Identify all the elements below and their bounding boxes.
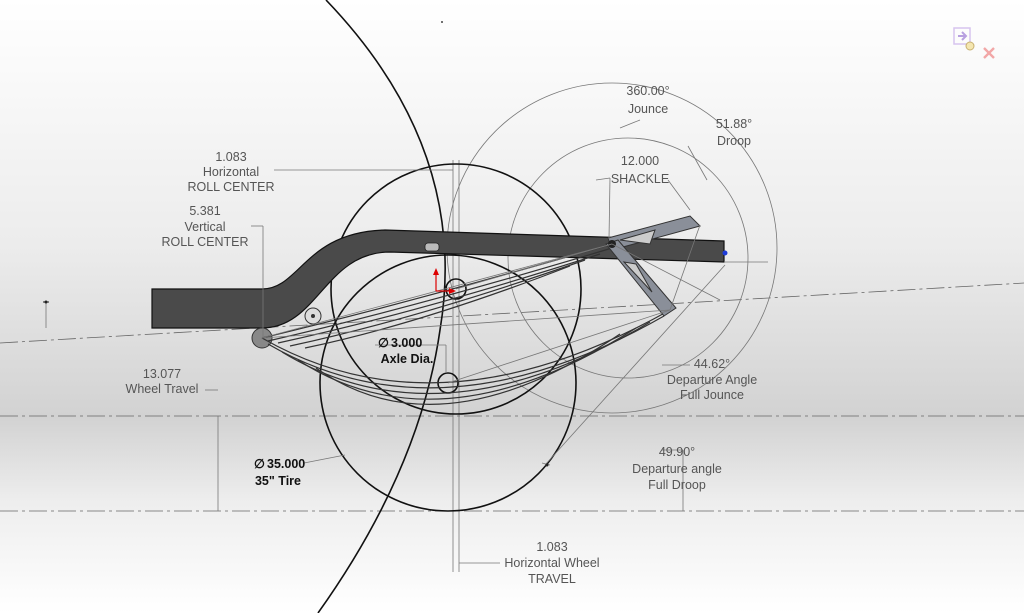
axle-label: Axle Dia.: [381, 352, 434, 366]
leaf-spring-droop: [261, 309, 671, 405]
droop-angle-value: 51.88°: [716, 117, 752, 131]
shackle-label: SHACKLE: [611, 172, 669, 186]
shackle-value: 12.000: [621, 154, 659, 168]
cancel-icon[interactable]: [983, 47, 995, 59]
droop-label: Droop: [717, 134, 751, 148]
jounce-label: Jounce: [628, 102, 668, 116]
axle-value: 3.000: [391, 336, 422, 350]
tire-circle-droop: [319, 254, 577, 512]
tire-symbol: ∅: [254, 457, 265, 471]
dep-droop-angle: 49.90°: [659, 445, 695, 459]
roll-v-line2: ROLL CENTER: [161, 235, 248, 249]
jounce-angle-value: 360.00°: [626, 84, 669, 98]
confirmation-corner: [952, 24, 998, 64]
axle-circle-upper: [445, 278, 467, 300]
roll-v-line1: Vertical: [185, 220, 226, 234]
frame-slot: [424, 242, 440, 252]
travel-value: 13.077: [143, 367, 181, 381]
shackle-droop: [605, 239, 677, 317]
roll-h-value: 1.083: [215, 150, 246, 164]
roll-v-value: 5.381: [189, 204, 220, 218]
tire-circle-jounce: [330, 163, 582, 415]
origin-triad: [433, 268, 456, 294]
sketch-confirm-icon[interactable]: [953, 27, 975, 51]
tire-label: 35" Tire: [255, 474, 301, 488]
wheel-h-line1: Horizontal Wheel: [504, 556, 599, 570]
dep-droop-line2: Full Droop: [648, 478, 706, 492]
tire-sweep-arc: [317, 0, 446, 613]
dep-jounce-line1: Departure Angle: [667, 373, 757, 387]
wheel-h-value: 1.083: [536, 540, 567, 554]
dep-jounce-line2: Full Jounce: [680, 388, 744, 402]
dimension-leaders: [45, 119, 708, 564]
dep-droop-line1: Departure angle: [632, 462, 722, 476]
droop-arc: [507, 137, 749, 379]
axle-symbol: ∅: [378, 336, 389, 350]
roll-axis-line: [0, 282, 1024, 344]
wheel-h-line2: TRAVEL: [528, 572, 576, 586]
roll-h-line1: Horizontal: [203, 165, 259, 179]
shackle-end-point: [722, 250, 728, 256]
tire-value: 35.000: [267, 457, 305, 471]
dep-jounce-angle: 44.62°: [694, 357, 730, 371]
travel-label: Wheel Travel: [126, 382, 199, 396]
frame-rail: [151, 229, 725, 329]
roll-h-line2: ROLL CENTER: [187, 180, 274, 194]
